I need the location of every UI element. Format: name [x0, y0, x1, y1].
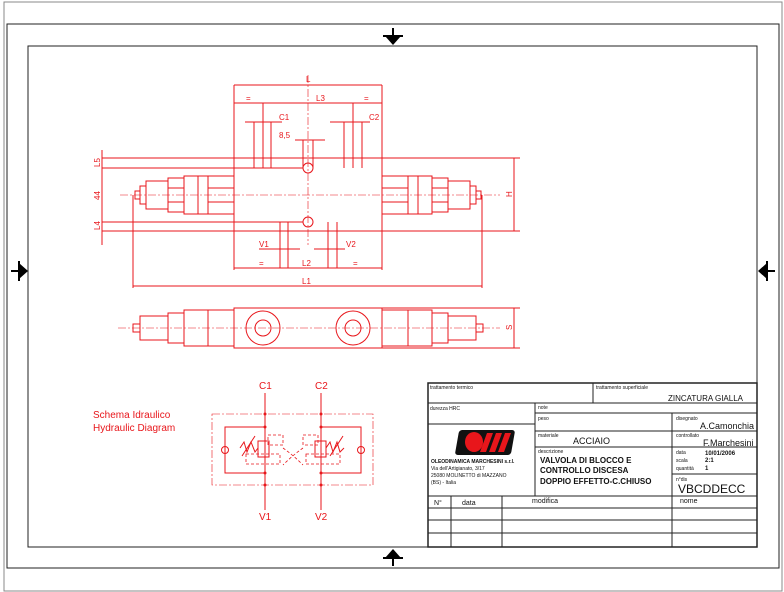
port-C1: C1 [259, 381, 272, 392]
dim-hole: 8,5 [279, 131, 291, 140]
schema-title-en: Hydraulic Diagram [93, 423, 175, 434]
arrow-top-icon [383, 28, 403, 45]
dim-V1: V1 [259, 240, 269, 249]
dim-L5: L5 [93, 158, 102, 167]
dim-L: L [306, 75, 311, 84]
label-trattamento-superficiale: trattamento superficiale [596, 385, 648, 391]
data-value: 10/01/2006 [705, 451, 736, 457]
label-controllato: controllato [676, 433, 699, 439]
dim-L3: L3 [316, 94, 325, 103]
materiale-value: ACCIAIO [573, 436, 610, 446]
quantita-value: 1 [705, 466, 709, 472]
rev-header-nome: nome [680, 498, 698, 505]
dim-eq-4: = [353, 259, 358, 268]
rev-header-n: N° [434, 499, 442, 507]
dim-S: S [505, 325, 514, 330]
schema-title-it: Schema Idraulico [93, 410, 171, 421]
trattamento-superficiale-value: ZINCATURA GIALLA [668, 394, 744, 403]
page-edge [3, 1, 783, 592]
descrizione-line-1: VALVOLA DI BLOCCO E [540, 456, 632, 465]
hydraulic-schema [211, 393, 374, 510]
port-V2: V2 [315, 512, 328, 523]
outer-frame [6, 23, 780, 569]
label-note: note [538, 405, 548, 411]
label-trattamento-termico: trattamento termico [430, 385, 473, 391]
port-C2: C2 [315, 381, 328, 392]
label-descrizione: descrizione [538, 449, 564, 455]
company-address-3: (BS) - Italia [431, 480, 456, 486]
label-materiale: materiale [538, 433, 559, 439]
front-view: L L3 = = C1 C2 8,5 V1 V2 L2 = = L1 L5 44… [93, 75, 520, 288]
label-scala: scala [676, 458, 688, 464]
arrow-bottom-icon [383, 549, 403, 566]
label-peso: peso [538, 416, 549, 422]
label-data: data [676, 450, 686, 456]
dim-L2: L2 [302, 259, 311, 268]
dim-L4: L4 [93, 221, 102, 230]
dim-L1: L1 [302, 277, 311, 286]
port-V1: V1 [259, 512, 272, 523]
dim-C1: C1 [279, 113, 290, 122]
dim-44: 44 [93, 191, 102, 200]
dim-eq-1: = [246, 94, 251, 103]
arrow-right-icon [758, 261, 775, 281]
label-quantita: quantità [676, 466, 694, 472]
disegnato-value: A.Camonchia [700, 421, 754, 431]
label-durezza: durezza HRC [430, 406, 460, 412]
dim-V2: V2 [346, 240, 356, 249]
ndis-value: VBCDDECC [678, 482, 746, 496]
label-ndis: n°dis [676, 477, 688, 483]
rev-header-data: data [462, 500, 476, 507]
label-disegnato: disegnato [676, 416, 698, 422]
company-address-2: 25080 MOLINETTO di MAZZANO [431, 473, 507, 479]
dim-eq-2: = [364, 94, 369, 103]
inner-frame [27, 45, 758, 548]
company-address-1: Via dell'Artigianato, 3/17 [431, 466, 485, 472]
right-cartridge [381, 175, 482, 215]
company-logo [455, 430, 515, 455]
arrow-left-icon [11, 261, 28, 281]
scala-value: 2:1 [705, 458, 714, 464]
side-view: S [118, 307, 520, 349]
dim-H: H [505, 191, 514, 197]
title-block [427, 382, 758, 548]
dim-C2: C2 [369, 113, 380, 122]
dim-eq-3: = [259, 259, 264, 268]
company-name: OLEODINAMICA MARCHESINI s.r.l. [431, 459, 515, 465]
controllato-value: F.Marchesini [703, 438, 754, 448]
descrizione-line-3: DOPPIO EFFETTO-C.CHIUSO [540, 477, 651, 486]
rev-header-modifica: modifica [532, 498, 558, 505]
descrizione-line-2: CONTROLLO DISCESA [540, 466, 629, 475]
left-cartridge [134, 175, 235, 215]
